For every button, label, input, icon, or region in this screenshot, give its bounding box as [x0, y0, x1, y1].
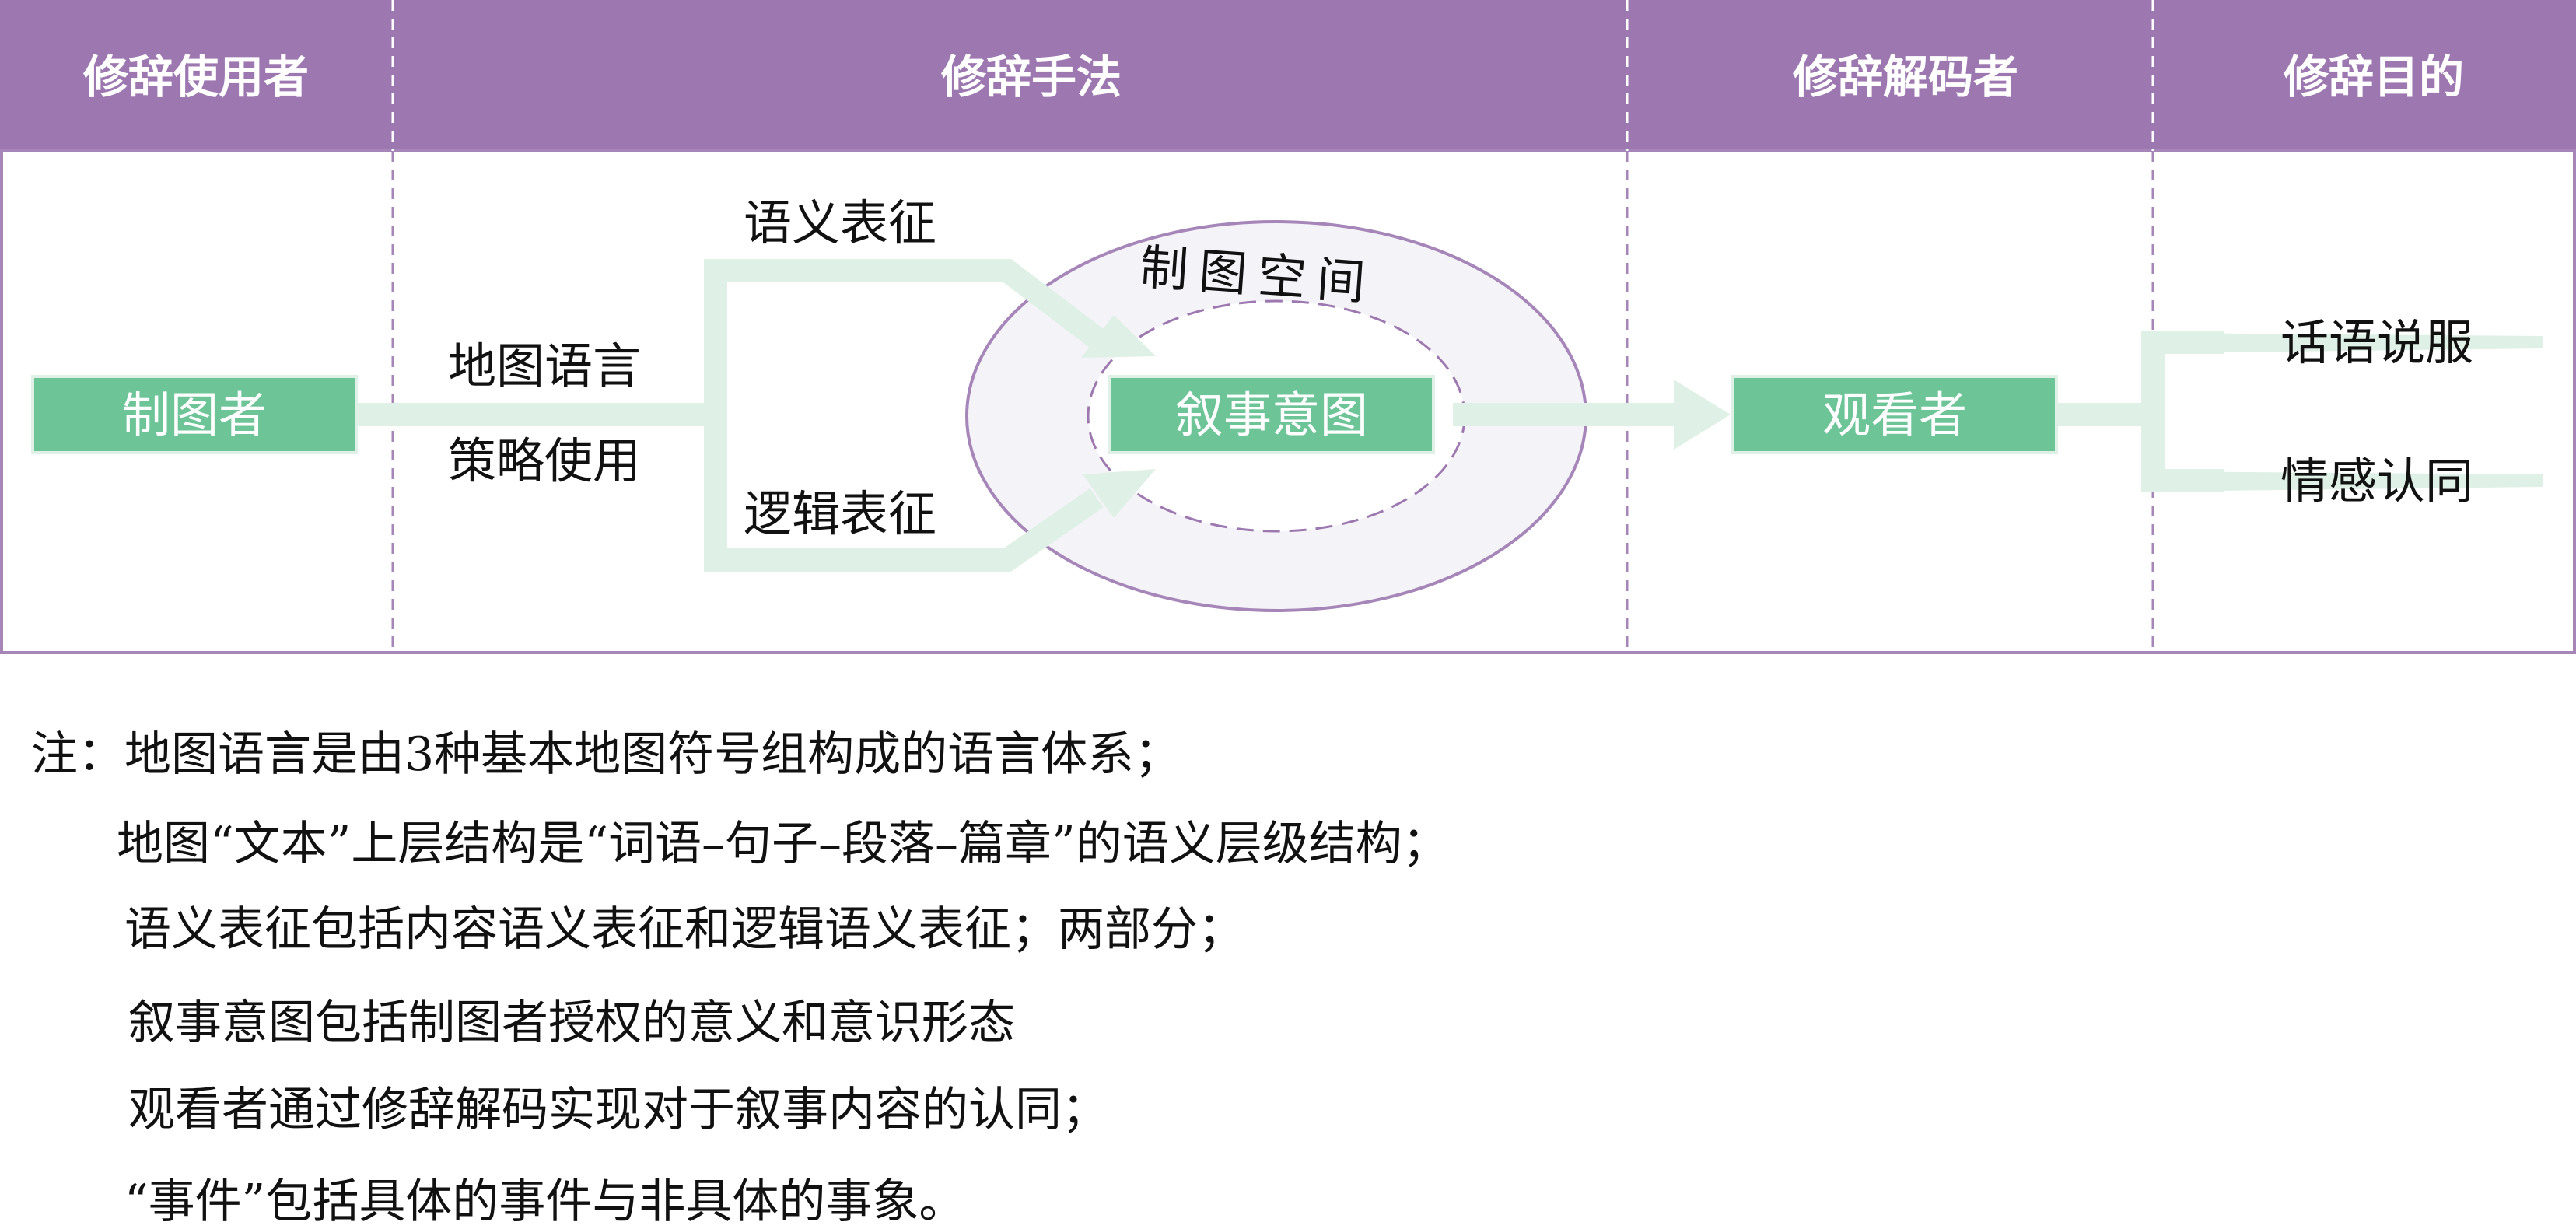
flow-lower-branch [704, 415, 1104, 572]
viewer-label: 观看者 [1822, 387, 1967, 443]
cartographer-box [31, 375, 358, 454]
narrative-intent-box [1108, 375, 1435, 454]
viewer-box [1731, 375, 2058, 454]
cartographer-label: 制图者 [122, 387, 267, 443]
persuasion-label: 话语说服 [2280, 314, 2473, 371]
arrowhead-lower [1083, 469, 1156, 518]
purpose-arrow-lower [2153, 471, 2543, 492]
purpose-arrow-upper [2153, 333, 2543, 353]
note-line-6: “事件”包括具体的事件与非具体的事象。 [124, 1175, 966, 1229]
header-purpose: 修辞目的 [2284, 51, 2464, 103]
strategy-label-line2: 策略使用 [448, 432, 641, 489]
header-decoder: 修辞解码者 [1793, 51, 2018, 103]
header-user: 修辞使用者 [83, 51, 309, 103]
rhetoric-flow-diagram: 修辞使用者 修辞手法 修辞解码者 修辞目的 制图者 叙事意图 观看者 地图语言 … [0, 0, 2576, 654]
flow-upper-branch [704, 259, 1104, 415]
note-line-5: 观看者通过修辞解码实现对于叙事内容的认同； [128, 1083, 1108, 1137]
purpose-arrows [2153, 333, 2543, 492]
arrowheads [1081, 315, 1731, 518]
header-band [0, 0, 2576, 151]
semantic-rep-label: 语义表征 [744, 194, 936, 251]
identification-label: 情感认同 [2280, 453, 2473, 509]
note-line-4: 叙事意图包括制图者授权的意义和意识形态 [128, 996, 1015, 1050]
arrowhead-to-viewer [1674, 380, 1731, 450]
narrative-intent-label: 叙事意图 [1175, 387, 1368, 443]
logic-rep-label: 逻辑表征 [744, 485, 936, 542]
header-technique: 修辞手法 [941, 51, 1122, 103]
note-line-2: 地图“文本”上层结构是“词语–句子–段落–篇章”的语义层级结构； [117, 817, 1449, 871]
note-line-1: 注：地图语言是由3种基本地图符号组构成的语言体系； [31, 727, 1181, 782]
strategy-label-line1: 地图语言 [448, 338, 641, 394]
arrowhead-upper [1081, 315, 1156, 358]
note-line-3: 语义表征包括内容语义表征和逻辑语义表征；两部分； [124, 902, 1244, 957]
